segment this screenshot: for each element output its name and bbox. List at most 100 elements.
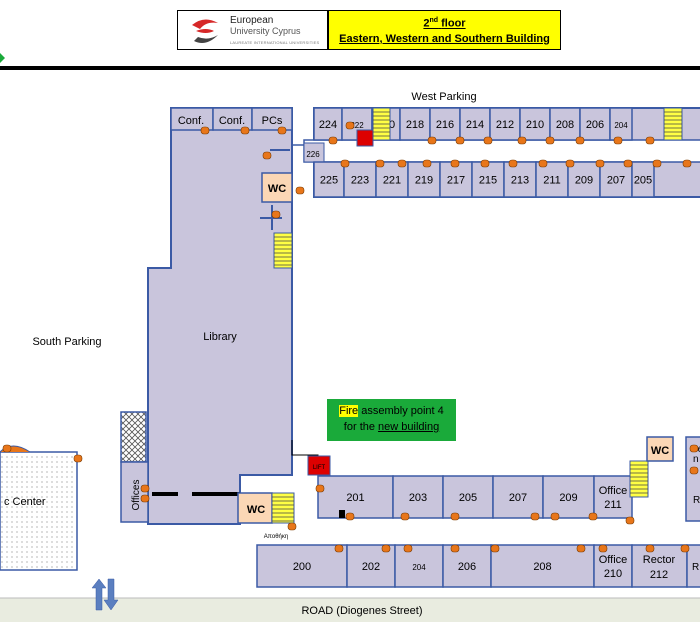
room-number: 207 [607,175,625,187]
room-number: 212 [496,119,514,131]
room-number: 225 [320,175,338,187]
room-wt-216 [429,107,461,141]
door-icon [345,512,355,521]
door-icon [328,136,338,145]
office-211-label: Office [599,485,628,497]
door-icon [680,544,690,553]
door-icon [427,136,437,145]
room-number: 223 [351,175,369,187]
room-number: 206 [586,119,604,131]
room-number: 209 [559,492,577,504]
room-number: 224 [319,119,337,131]
wc-room-south [237,492,273,524]
door-icon [381,544,391,553]
door-icon [490,544,500,553]
room-wt-224 [313,107,343,141]
two-way-arrow-icon [91,578,119,611]
hatched-area [120,411,147,463]
room-wb-215 [471,161,505,198]
room-st-201 [317,475,394,519]
doors [2,121,699,553]
fire-word: Fire [339,405,359,417]
wc-east-label: WC [651,445,669,457]
room-st-205 [442,475,494,519]
logo-sub: University Cyprus [230,26,301,36]
room-number: 201 [346,492,364,504]
door-icon [315,484,325,493]
green-arrow-icon [0,53,5,63]
floor-word: floor [441,17,466,30]
room-st-207 [492,475,544,519]
secretary-label-2: n [693,454,699,465]
office-211-number: 211 [604,499,622,511]
room-number: 202 [362,561,380,573]
room-wt-214 [459,107,491,141]
room-number: 208 [556,119,574,131]
room-wb-223 [343,161,377,198]
door-icon [397,159,407,168]
room-number: 210 [526,119,544,131]
black-marker [339,510,345,518]
door-icon [262,151,272,160]
room-number: 216 [436,119,454,131]
wc-room-north [261,172,293,203]
stairs-south [271,492,295,524]
room-st-209 [542,475,595,519]
pcs-room [251,107,293,131]
floor-line: 2nd floor [329,13,560,32]
room-wt-208 [549,107,581,141]
door-icon [652,159,662,168]
room-number: 209 [575,175,593,187]
door-icon [682,159,692,168]
offices-label: Offices [131,480,142,511]
floor-title: 2nd floor Eastern, Western and Southern … [328,10,561,50]
room-number: 211 [543,175,561,187]
room-number: 221 [383,175,401,187]
room-sb-200 [256,544,348,588]
logo-text: European University Cyprus LAUREATE INTE… [230,15,319,48]
room-wb-221 [375,161,409,198]
door-icon [287,522,297,531]
logo-small: LAUREATE INTERNATIONAL UNIVERSITIES [230,40,320,45]
secretary-room [685,436,700,522]
room-number: 219 [415,175,433,187]
door-icon [550,512,560,521]
room-wb-205 [631,161,655,198]
door-icon [576,544,586,553]
pcs-label: PCs [262,115,283,127]
room-wt-212 [489,107,521,141]
room-sb-204 [394,544,444,588]
door-icon [625,516,635,525]
room-number: 213 [511,175,529,187]
stairs-east [629,460,649,498]
door-icon [340,159,350,168]
room-wb-213 [503,161,537,198]
office-210-label: Office [599,554,628,566]
door-icon [598,544,608,553]
rector-room [631,544,688,588]
door-icon [623,159,633,168]
room-wt-210 [519,107,551,141]
eu-cyprus-logo-icon [192,19,218,43]
floor-sup: nd [429,17,439,24]
office-211-room [593,475,633,519]
door-icon [73,454,83,463]
room-r-label: R [693,495,700,506]
room-226-label: 226 [306,150,320,159]
fire-assembly-point: Fire assembly point 4 for the new buildi… [327,399,456,441]
door-icon [517,136,527,145]
door-icon [483,136,493,145]
rector-label: Rector [643,554,676,566]
door-icon [565,159,575,168]
room-st-203 [392,475,444,519]
door-icon [508,159,518,168]
room-number: 200 [293,561,311,573]
library-block [147,107,293,525]
header-separator [0,66,700,70]
lift-south-label: LIFT [313,465,326,471]
door-icon [2,444,12,453]
floor-number: 2 [423,17,430,30]
door-icon [530,512,540,521]
lift-west [356,129,374,147]
